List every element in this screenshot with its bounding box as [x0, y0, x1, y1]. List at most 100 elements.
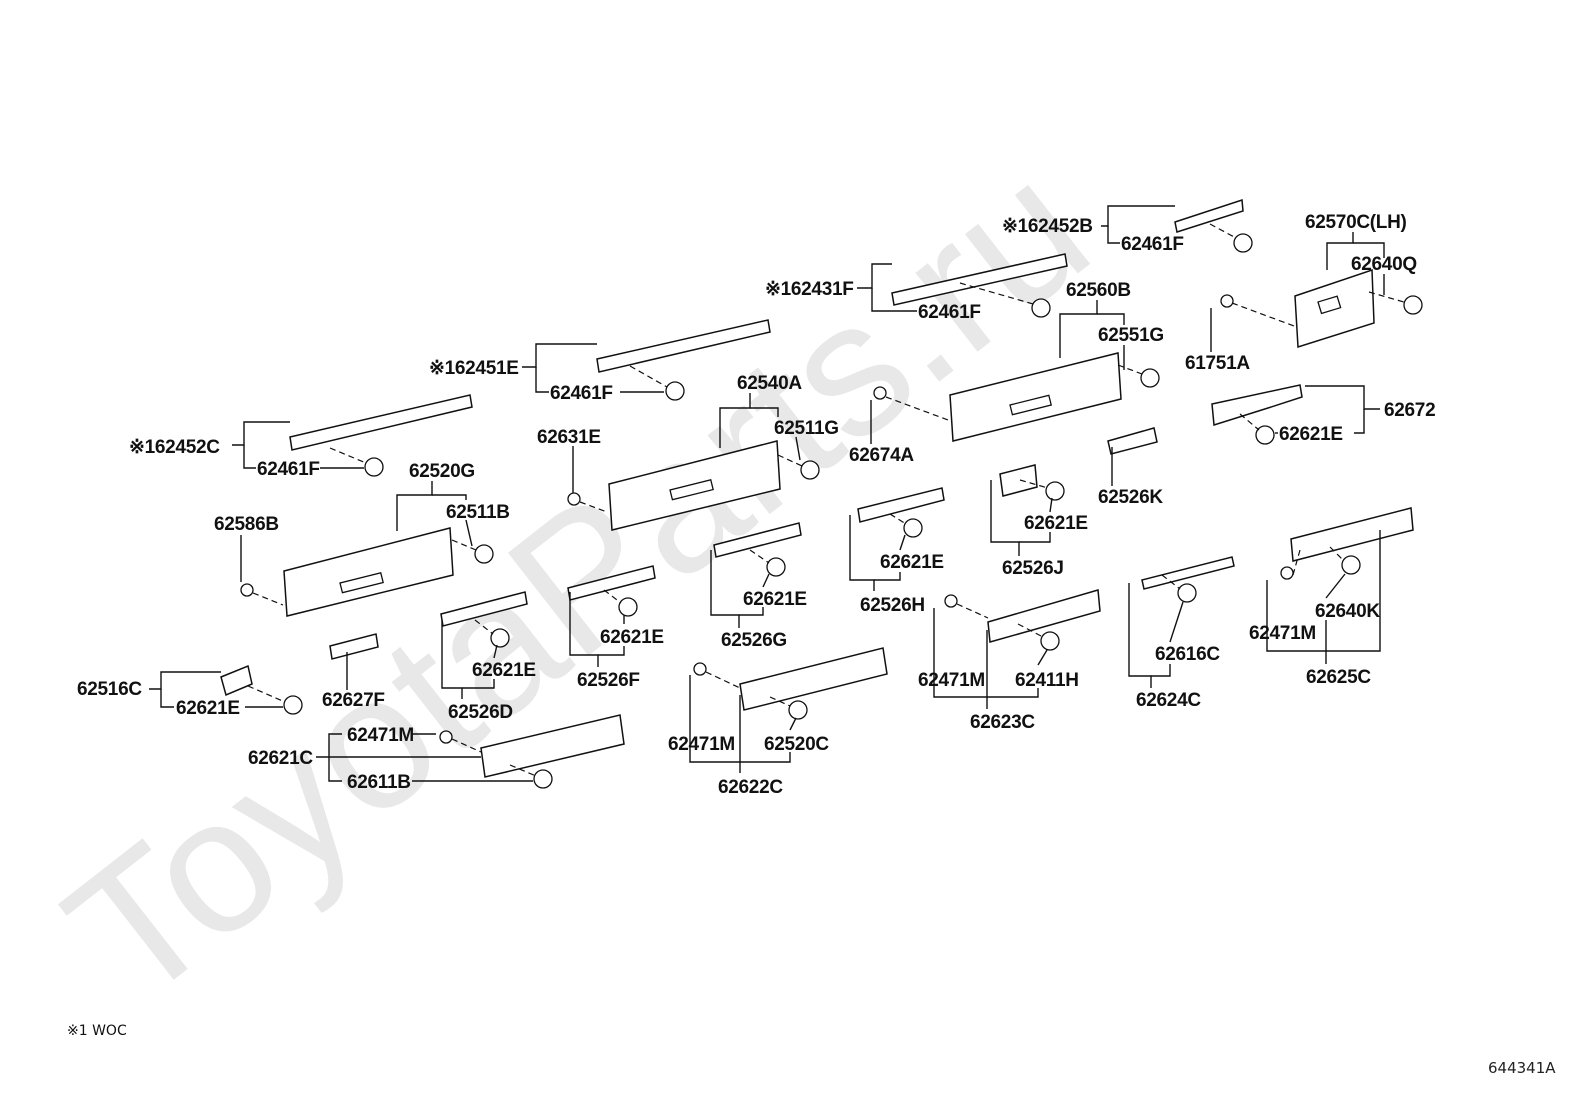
- footnote: ※1 WOC: [67, 1023, 127, 1039]
- clip-62461F-b: [1031, 298, 1051, 318]
- clip-62511G: [800, 460, 820, 480]
- part-62452C: [289, 394, 473, 451]
- label-62511B: 62511B: [446, 502, 510, 523]
- part-62624C: [1141, 556, 1235, 590]
- label-62616C: 62616C: [1155, 644, 1220, 665]
- clip-62511B: [474, 544, 494, 564]
- part-62526K: [1107, 427, 1158, 455]
- label-62526G: 62526G: [721, 630, 787, 651]
- label-62621E-f: 62621E: [472, 660, 536, 681]
- label-62621E-d: 62621E: [743, 589, 807, 610]
- label-61751A: 61751A: [1185, 353, 1250, 374]
- dashed-leaders: [247, 223, 1405, 777]
- label-62471M-b: 62471M: [668, 734, 735, 755]
- label-62520G: 62520G: [409, 461, 475, 482]
- label-62431F: ※162431F: [765, 279, 854, 300]
- clip-62461F-c: [665, 381, 685, 401]
- part-62526H: [857, 487, 945, 523]
- clip-62616C: [1177, 583, 1197, 603]
- part-62520G: [283, 527, 454, 617]
- label-62526D: 62526D: [448, 702, 513, 723]
- label-62516C: 62516C: [77, 679, 142, 700]
- clip-62621E-e: [618, 597, 638, 617]
- part-62526J: [999, 464, 1038, 497]
- label-62622C: 62622C: [718, 777, 783, 798]
- clip-62640Q: [1403, 295, 1423, 315]
- label-62625C: 62625C: [1306, 667, 1371, 688]
- label-62526J: 62526J: [1002, 558, 1064, 579]
- clip-62471M-d: [1280, 566, 1294, 580]
- label-62570C: 62570C(LH): [1305, 212, 1407, 233]
- label-62411H: 62411H: [1015, 670, 1079, 691]
- label-62526F: 62526F: [577, 670, 640, 691]
- label-62621E-g: 62621E: [176, 698, 240, 719]
- part-62560B: [949, 352, 1122, 442]
- part-62452B: [1174, 198, 1244, 233]
- clip-62611B: [533, 769, 553, 789]
- label-62511G: 62511G: [774, 418, 839, 439]
- label-62674A: 62674A: [849, 445, 914, 466]
- clip-62621E-c: [903, 518, 923, 538]
- clip-62621E-a: [1255, 425, 1275, 445]
- part-62621C: [480, 714, 625, 778]
- clip-62631E: [567, 492, 581, 506]
- part-62526G: [713, 522, 802, 558]
- watermark: ToyotaParts.ru: [30, 121, 1126, 1042]
- label-62621E-e: 62621E: [600, 627, 664, 648]
- clip-62471M-b: [693, 662, 707, 676]
- label-62611B: 62611B: [347, 772, 411, 793]
- part-62625C: [1290, 507, 1414, 562]
- label-62540A: 62540A: [737, 373, 802, 394]
- part-62451E: [596, 319, 771, 373]
- label-62621C: 62621C: [248, 748, 313, 769]
- label-62526K: 62526K: [1098, 487, 1163, 508]
- part-62627F: [329, 633, 379, 660]
- label-62640Q: 62640Q: [1351, 254, 1417, 275]
- clip-61751A: [1220, 294, 1234, 308]
- label-62624C: 62624C: [1136, 690, 1201, 711]
- diagram-code: 644341A: [1488, 1059, 1556, 1077]
- part-62622C: [739, 647, 888, 711]
- clip-62621E-f: [490, 628, 510, 648]
- clip-62621E-g: [283, 695, 303, 715]
- label-62471M-d: 62471M: [1249, 623, 1316, 644]
- label-62526H: 62526H: [860, 595, 925, 616]
- label-62461F-b: 62461F: [918, 302, 981, 323]
- part-62431F: [891, 253, 1068, 306]
- clip-group: [240, 233, 1423, 789]
- part-62672: [1211, 384, 1303, 426]
- leader-lines: [149, 205, 1385, 782]
- part-62540A-slot: [669, 479, 714, 501]
- clip-62471M-a: [439, 730, 453, 744]
- label-62461F-a: 62461F: [1121, 234, 1184, 255]
- part-62623C: [987, 589, 1101, 643]
- label-62452C: ※162452C: [129, 437, 220, 458]
- clip-62520C: [788, 700, 808, 720]
- clip-62461F-a: [1233, 233, 1253, 253]
- clip-62674A: [873, 386, 887, 400]
- label-62451E: ※162451E: [429, 358, 519, 379]
- clip-62471M-c: [944, 594, 958, 608]
- label-62640K: 62640K: [1315, 601, 1380, 622]
- label-62452B: ※162452B: [1002, 216, 1093, 237]
- label-62621E-a: 62621E: [1279, 424, 1343, 445]
- part-62560B-slot: [1009, 394, 1053, 416]
- label-62631E: 62631E: [537, 427, 601, 448]
- label-62586B: 62586B: [214, 514, 279, 535]
- clip-62586B: [240, 583, 254, 597]
- label-62551G: 62551G: [1098, 325, 1164, 346]
- clip-62411H: [1040, 631, 1060, 651]
- part-62520G-slot: [339, 572, 384, 594]
- label-62461F-d: 62461F: [257, 459, 320, 480]
- label-62560B: 62560B: [1066, 280, 1131, 301]
- clip-62621E-d: [766, 557, 786, 577]
- label-62672: 62672: [1384, 400, 1435, 421]
- label-62621E-c: 62621E: [880, 552, 944, 573]
- label-62627F: 62627F: [322, 690, 385, 711]
- label-62621E-b: 62621E: [1024, 513, 1088, 534]
- label-62520C: 62520C: [764, 734, 829, 755]
- part-62570C-detail: [1317, 295, 1342, 315]
- label-62623C: 62623C: [970, 712, 1035, 733]
